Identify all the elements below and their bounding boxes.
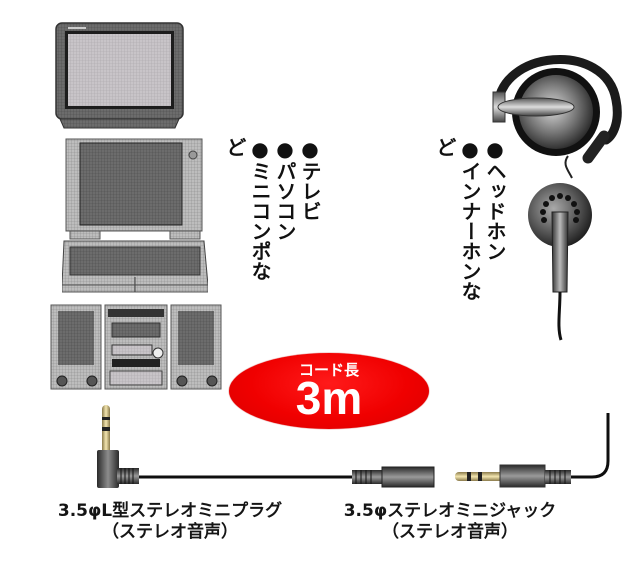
plug-spec: 3.5φL型ステレオミニプラグ bbox=[57, 501, 283, 521]
plug-caption: 3.5φL型ステレオミニプラグ （ステレオ音声） bbox=[30, 501, 310, 543]
output-device-list: ●ヘッドホン ●インナーホンなど bbox=[432, 137, 507, 317]
plug-audio-type: （ステレオ音声） bbox=[102, 522, 238, 542]
mini-component-illustration bbox=[50, 304, 222, 390]
cord-length-value: 3m bbox=[295, 372, 363, 424]
source-item-pc: ●パソコン bbox=[273, 137, 297, 241]
source-item-mini-compo: ●ミニコンポなど bbox=[223, 137, 272, 281]
ear-hook-headphone-illustration bbox=[492, 55, 622, 179]
source-device-list: ●テレビ ●パソコン ●ミニコンポなど bbox=[222, 137, 322, 287]
jack-caption: 3.5φステレオミニジャック （ステレオ音声） bbox=[320, 501, 580, 543]
mini-jack bbox=[352, 466, 435, 488]
cable-assembly bbox=[97, 405, 610, 488]
tv-illustration bbox=[55, 22, 184, 129]
earbud-illustration bbox=[528, 183, 592, 341]
cord-length-label: コード長 bbox=[298, 361, 359, 379]
output-item-earphone: ●インナーホンなど bbox=[433, 137, 482, 301]
jack-spec: 3.5φステレオミニジャック bbox=[343, 501, 557, 521]
cord-length-badge: コード長 3m bbox=[229, 353, 429, 429]
l-type-plug bbox=[97, 405, 139, 488]
straight-plug bbox=[455, 413, 610, 488]
source-item-tv: ●テレビ bbox=[298, 137, 322, 221]
output-item-headphone: ●ヘッドホン bbox=[483, 137, 507, 261]
jack-audio-type: （ステレオ音声） bbox=[382, 522, 518, 542]
laptop-illustration bbox=[62, 138, 208, 293]
